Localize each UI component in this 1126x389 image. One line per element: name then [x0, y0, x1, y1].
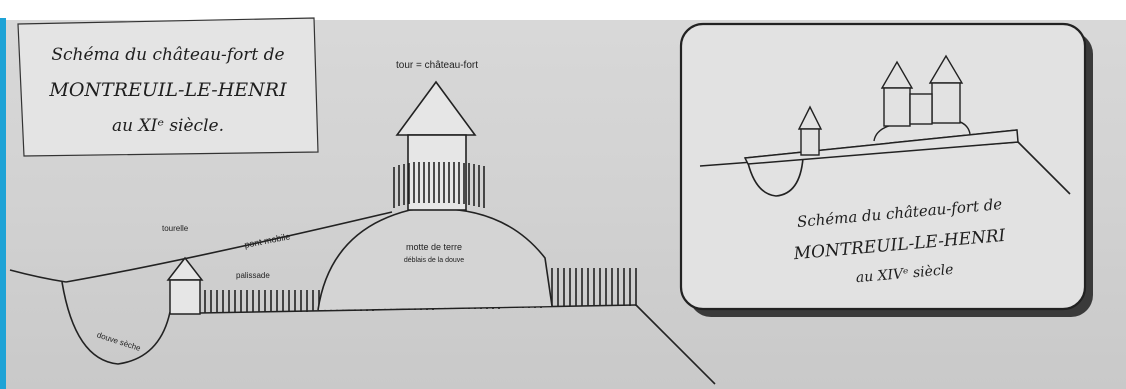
drawbridge-line — [65, 211, 393, 283]
ground-line — [9, 269, 67, 283]
base-line — [199, 304, 637, 314]
motte-label-2: déblais de la douve — [404, 257, 464, 264]
tower-palisade — [393, 162, 485, 208]
left-caption-line2: MONTREUIL-LE-HENRI — [48, 79, 287, 101]
dry-moat — [61, 281, 171, 365]
palissade-label: palissade — [236, 271, 270, 280]
motte-label-1: motte de terre — [406, 242, 462, 252]
right-caption-card: Schéma du château-fort de MONTREUIL-LE-H… — [679, 22, 1093, 317]
keep-tower — [395, 80, 477, 211]
pont-mobile-label: pont mobile — [243, 231, 291, 250]
tourelle-label: tourelle — [162, 224, 189, 233]
tower-label: tour = château-fort — [396, 60, 478, 71]
top-margin — [0, 0, 1126, 20]
left-accent-edge — [0, 18, 6, 389]
left-caption-card: Schéma du château-fort de MONTREUIL-LE-H… — [17, 17, 319, 157]
douve-label: douve sèche — [96, 330, 142, 353]
left-caption-line1: Schéma du château-fort de — [51, 45, 284, 65]
tourelle — [166, 256, 204, 315]
outer-slope — [635, 304, 716, 385]
left-caption-line3: au XIᵉ siècle. — [112, 116, 224, 136]
